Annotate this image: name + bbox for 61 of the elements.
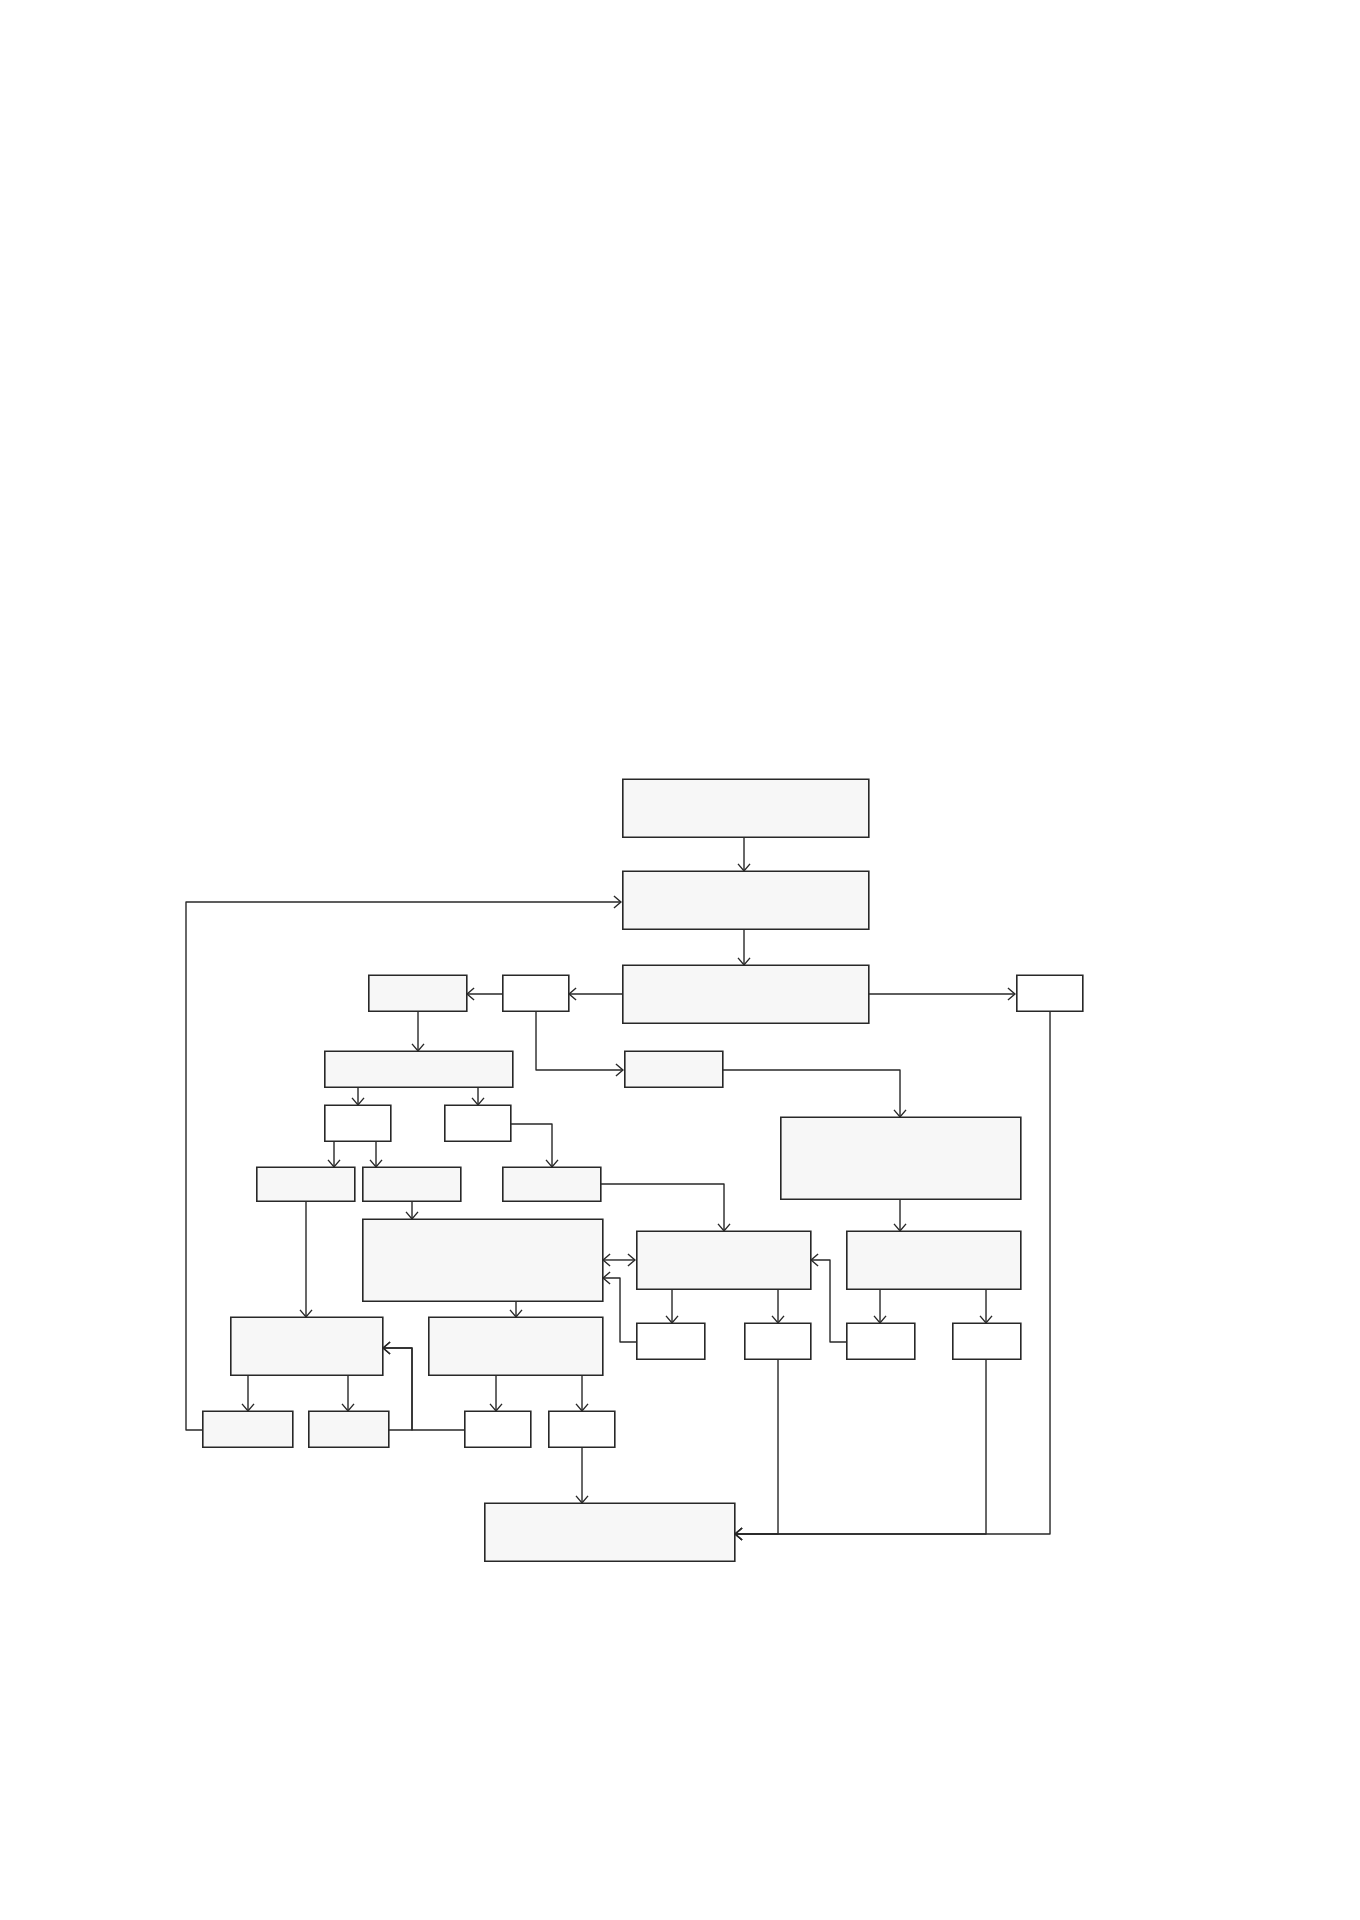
- process-box: [368, 974, 468, 1012]
- process-box: [624, 1050, 724, 1088]
- arrow: [893, 1199, 907, 1232]
- arrow: [471, 1087, 485, 1106]
- arrow: [382, 1341, 465, 1431]
- process-box: [548, 1410, 616, 1448]
- process-box: [622, 778, 870, 838]
- arrow: [810, 1253, 847, 1343]
- arrow: [241, 1375, 255, 1412]
- arrow: [568, 987, 623, 1001]
- process-box: [846, 1230, 1022, 1290]
- arrow: [299, 1201, 313, 1318]
- arrow: [873, 1289, 887, 1324]
- arrow: [369, 1141, 383, 1168]
- arrow: [509, 1301, 523, 1318]
- process-box: [622, 870, 870, 930]
- process-box: [636, 1322, 706, 1360]
- process-box: [622, 964, 870, 1024]
- process-box: [362, 1218, 604, 1302]
- arrow: [411, 1011, 425, 1052]
- arrow: [535, 1011, 624, 1077]
- process-box: [428, 1316, 604, 1376]
- arrow: [771, 1289, 785, 1324]
- arrow: [602, 1253, 636, 1267]
- process-box: [502, 1166, 602, 1202]
- process-box: [324, 1104, 392, 1142]
- arrow: [602, 1271, 637, 1343]
- arrow: [979, 1289, 993, 1324]
- arrow: [575, 1447, 589, 1504]
- arrow: [665, 1289, 679, 1324]
- process-box: [636, 1230, 812, 1290]
- process-box: [846, 1322, 916, 1360]
- arrow: [405, 1201, 419, 1220]
- process-box: [1016, 974, 1084, 1012]
- arrow: [489, 1375, 503, 1412]
- arrow: [351, 1087, 365, 1106]
- process-box: [444, 1104, 512, 1142]
- arrow: [466, 987, 503, 1001]
- process-box: [780, 1116, 1022, 1200]
- arrow: [867, 987, 1016, 1001]
- arrow: [341, 1375, 355, 1412]
- process-box: [230, 1316, 384, 1376]
- arrow: [509, 1123, 559, 1168]
- process-box: [308, 1410, 390, 1448]
- arrow: [737, 837, 751, 872]
- arrow: [327, 1141, 341, 1168]
- arrow: [721, 1069, 907, 1118]
- process-box: [744, 1322, 812, 1360]
- process-box: [502, 974, 570, 1012]
- arrow: [737, 929, 751, 966]
- process-box: [952, 1322, 1022, 1360]
- process-box: [484, 1502, 736, 1562]
- process-box: [324, 1050, 514, 1088]
- process-box: [256, 1166, 356, 1202]
- arrow: [734, 1011, 1051, 1541]
- process-box: [202, 1410, 294, 1448]
- arrow: [599, 1183, 731, 1232]
- process-box: [464, 1410, 532, 1448]
- arrow: [185, 895, 622, 1431]
- arrow: [575, 1375, 589, 1412]
- process-box: [362, 1166, 462, 1202]
